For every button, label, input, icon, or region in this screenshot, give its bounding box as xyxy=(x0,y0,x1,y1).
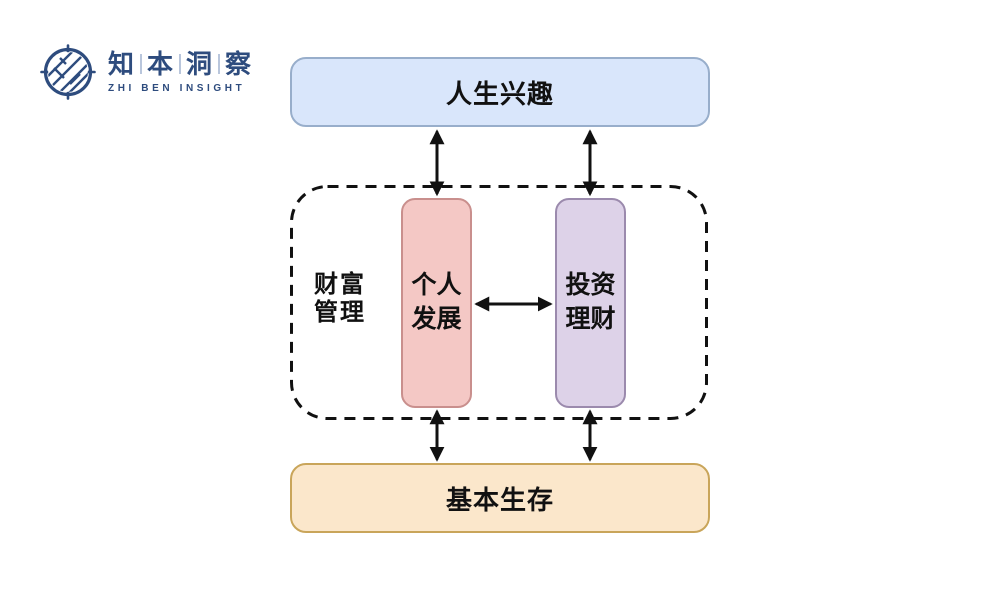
logo: 知 本 洞 察 ZHI BEN INSIGHT xyxy=(40,44,252,100)
wealth-management-label: 财富管理 xyxy=(314,271,366,326)
personal-development-box: 个人发展 xyxy=(401,198,472,408)
investment-finance-box: 投资理财 xyxy=(555,198,626,408)
logo-separator xyxy=(140,53,143,74)
personal-development-label: 个人发展 xyxy=(411,271,462,333)
logo-separator xyxy=(218,53,221,74)
basic-survival-label: 基本生存 xyxy=(445,484,554,515)
investment-finance-label: 投资理财 xyxy=(565,271,616,333)
life-interest-box: 人生兴趣 xyxy=(290,57,710,127)
logo-separator xyxy=(179,53,182,74)
logo-char: 察 xyxy=(225,48,253,79)
logo-text: 知 本 洞 察 ZHI BEN INSIGHT xyxy=(108,51,252,94)
logo-char: 知 xyxy=(108,48,136,79)
life-interest-label: 人生兴趣 xyxy=(445,78,554,109)
logo-seal-icon xyxy=(40,44,96,100)
logo-char: 本 xyxy=(147,48,175,79)
logo-wordmark: 知 本 洞 察 xyxy=(108,51,252,77)
logo-char: 洞 xyxy=(186,48,214,79)
basic-survival-box: 基本生存 xyxy=(290,463,710,533)
logo-subtitle: ZHI BEN INSIGHT xyxy=(108,82,246,94)
